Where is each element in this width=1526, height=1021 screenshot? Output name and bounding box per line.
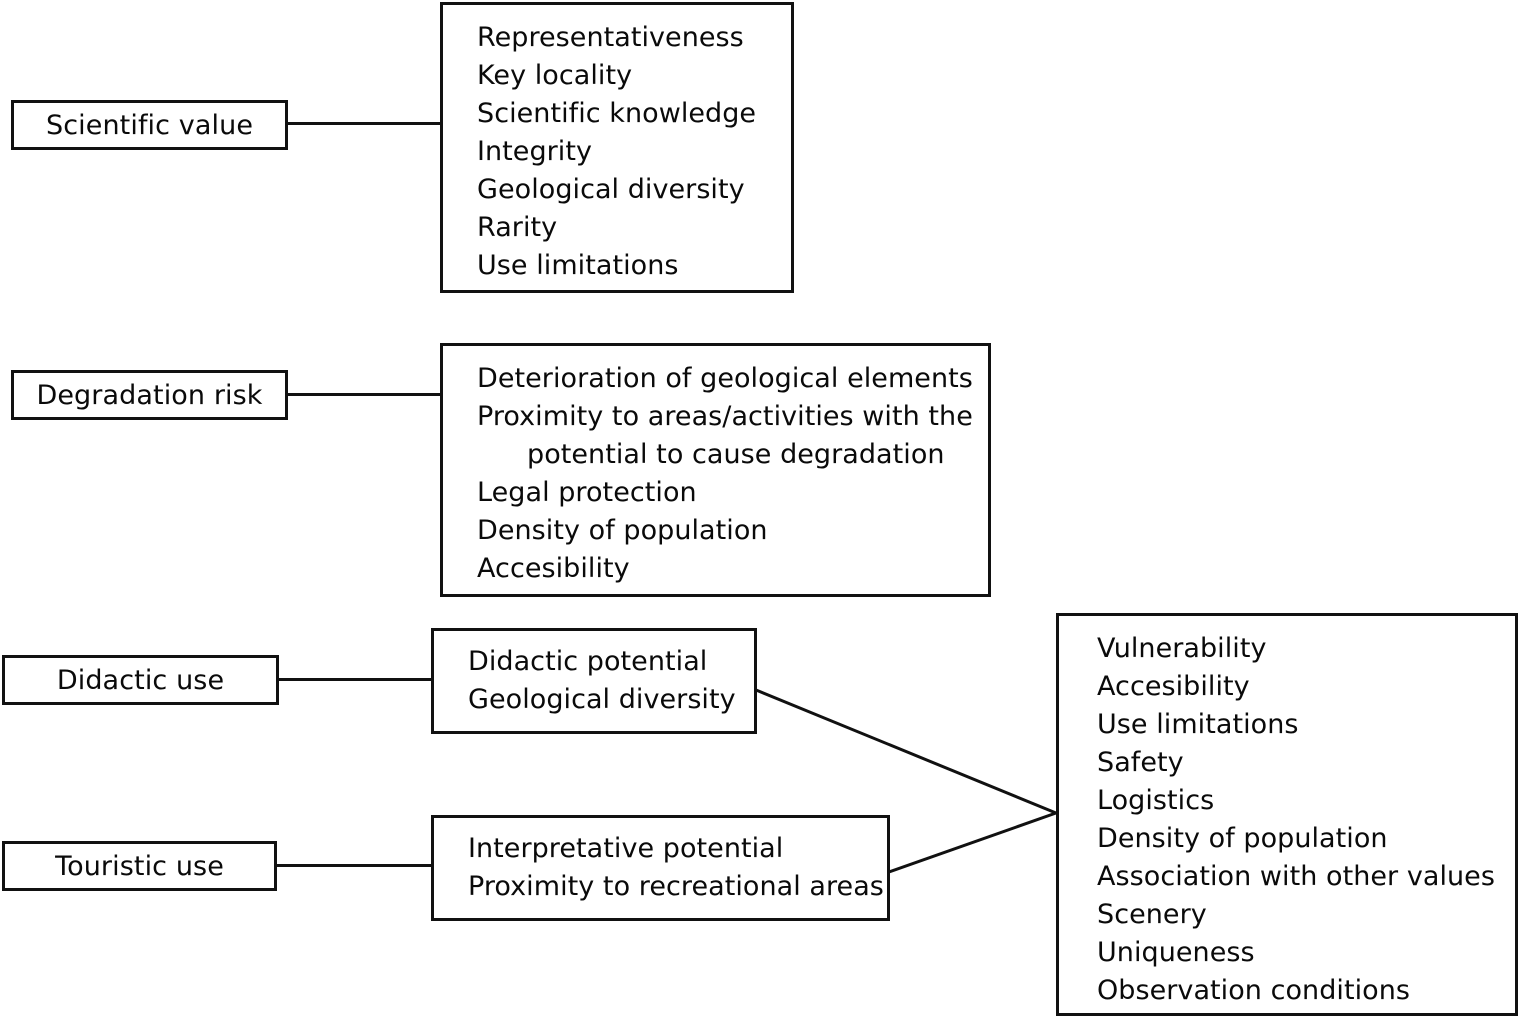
criteria-item: Integrity [477,136,593,167]
criteria-item: Logistics [1097,785,1215,816]
criteria-item: Association with other values [1097,861,1495,892]
criteria-item: Proximity to recreational areas [468,871,884,902]
criteria-item: Vulnerability [1097,633,1267,664]
criteria-item: Scientific knowledge [477,98,757,129]
criteria-item: Proximity to areas/activities with the [477,401,973,432]
category-label-scientific-value: Scientific value [45,109,254,141]
criteria-box-didactic-use: Didactic potential Geological diversity [431,628,757,734]
criteria-item: Interpretative potential [468,833,784,864]
criteria-box-degradation-risk: Deterioration of geological elements Pro… [440,343,991,597]
criteria-item: Density of population [477,515,768,546]
criteria-item: Legal protection [477,477,697,508]
criteria-item: Geological diversity [468,684,736,715]
criteria-item: Accesibility [477,553,630,584]
criteria-item: Use limitations [1097,709,1299,740]
criteria-box-shared-use: Vulnerability Accesibility Use limitatio… [1056,613,1518,1016]
criteria-item: Deterioration of geological elements [477,363,973,394]
connector-degradation-risk [286,393,442,396]
connector-scientific-value [286,122,442,125]
criteria-item: Rarity [477,212,558,243]
criteria-box-scientific-value: Representativeness Key locality Scientif… [440,2,794,293]
criteria-item: Density of population [1097,823,1388,854]
criteria-item: Safety [1097,747,1184,778]
category-box-degradation-risk[interactable]: Degradation risk [11,370,288,420]
criteria-box-touristic-use: Interpretative potential Proximity to re… [431,815,890,921]
criteria-item: Use limitations [477,250,679,281]
criteria-item-wrapped: potential to cause degradation [527,439,945,470]
category-box-touristic-use[interactable]: Touristic use [2,841,277,891]
criteria-item: Uniqueness [1097,937,1255,968]
criteria-item: Accesibility [1097,671,1250,702]
criteria-item: Didactic potential [468,646,708,677]
category-label-didactic-use: Didactic use [56,664,225,696]
category-box-didactic-use[interactable]: Didactic use [2,655,279,705]
category-label-touristic-use: Touristic use [55,850,224,882]
category-label-degradation-risk: Degradation risk [36,379,263,411]
category-box-scientific-value[interactable]: Scientific value [11,100,288,150]
criteria-item: Scenery [1097,899,1207,930]
connector-touristic-use [275,864,433,867]
criteria-item: Representativeness [477,22,744,53]
criteria-item: Geological diversity [477,174,745,205]
criteria-item: Observation conditions [1097,975,1410,1006]
criteria-item: Key locality [477,60,633,91]
connector-didactic-use [277,678,433,681]
